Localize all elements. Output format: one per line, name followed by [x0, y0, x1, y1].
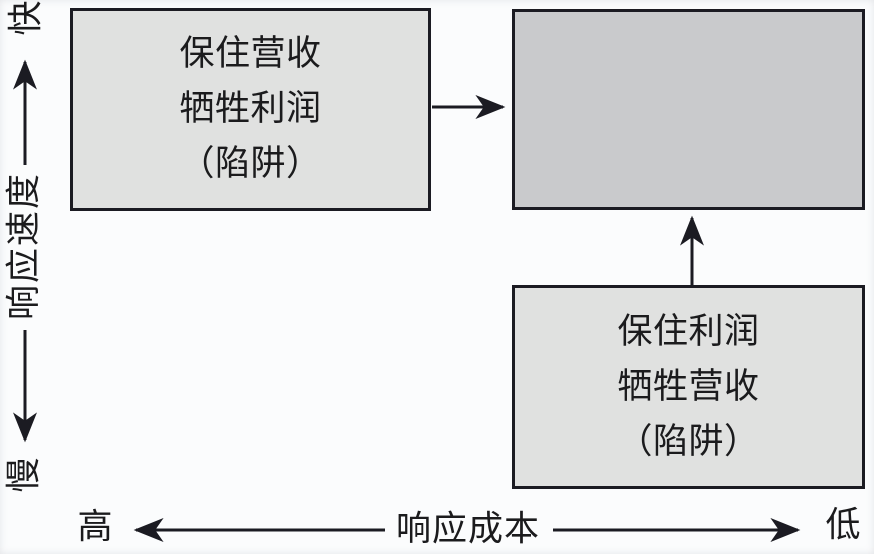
y-axis-fast-label: 快 [6, 0, 47, 36]
box-keep-profit: 保住利润 牺牲营收 （陷阱） [512, 285, 865, 489]
y-axis-slow-label: 慢 [4, 457, 45, 493]
box-keep-profit-text: 保住利润 牺牲营收 （陷阱） [617, 305, 759, 470]
y-axis-title: 响应速度 [4, 171, 45, 321]
box-line: 牺牲营收 [617, 366, 760, 407]
box-target-empty [512, 9, 865, 210]
x-axis-high-label: 高 [77, 507, 113, 548]
x-axis-title: 响应成本 [395, 509, 541, 550]
box-keep-revenue-text: 保住营收 牺牲利润 （陷阱） [179, 27, 321, 192]
box-line: 保住利润 [617, 311, 760, 352]
box-line: （陷阱） [179, 144, 322, 184]
x-axis-low-label: 低 [825, 505, 861, 546]
box-keep-revenue: 保住营收 牺牲利润 （陷阱） [70, 8, 431, 211]
box-line: （陷阱） [617, 421, 760, 462]
box-line: 保住营收 [179, 34, 322, 74]
box-line: 牺牲利润 [179, 89, 322, 129]
